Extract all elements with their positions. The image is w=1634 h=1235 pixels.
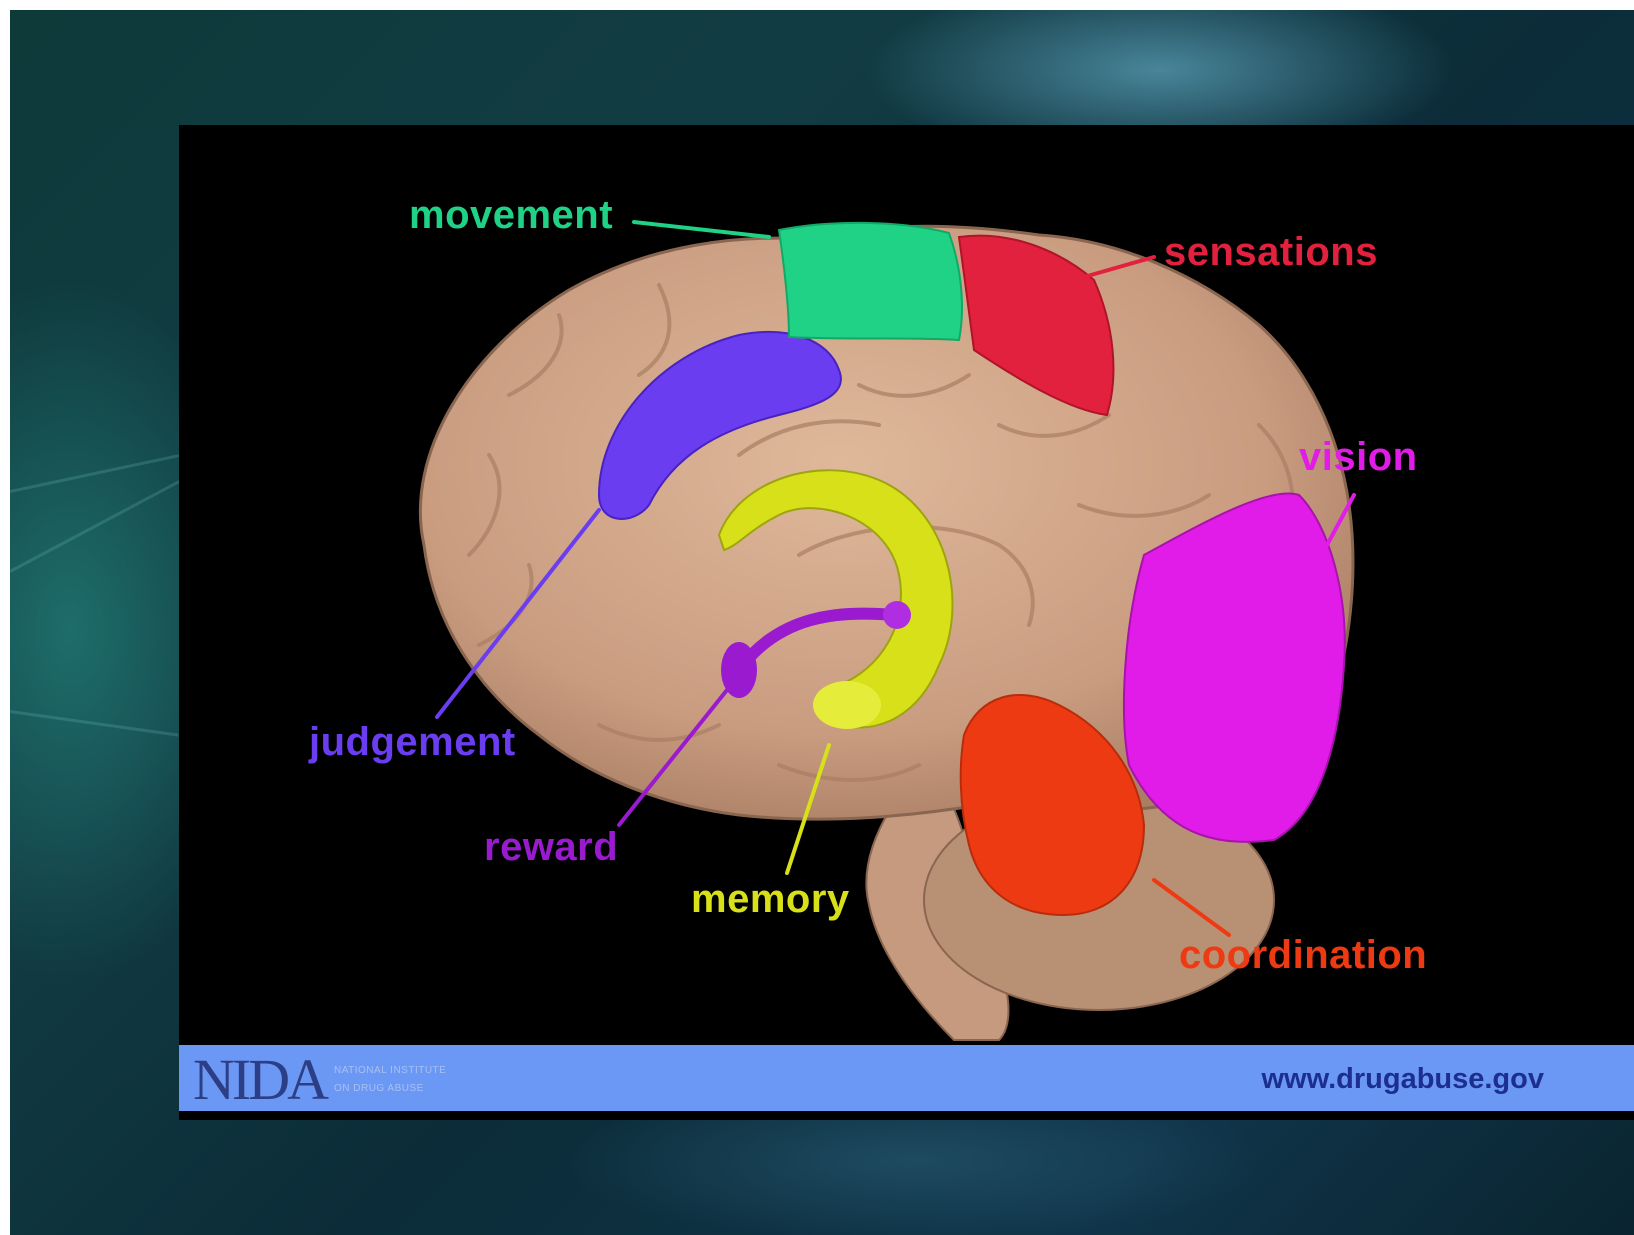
label-memory: memory xyxy=(691,877,850,922)
footer-bar: NIDA NATIONAL INSTITUTE ON DRUG ABUSE ww… xyxy=(179,1045,1634,1111)
label-sensations: sensations xyxy=(1164,230,1378,275)
movement-leader xyxy=(634,222,769,237)
label-movement: movement xyxy=(409,193,613,238)
movement-region xyxy=(779,223,962,340)
label-vision: vision xyxy=(1299,435,1418,480)
background-streak xyxy=(10,710,179,737)
label-judgement: judgement xyxy=(309,720,516,765)
site-url-link[interactable]: www.drugabuse.gov xyxy=(1261,1063,1544,1096)
reward-knob-right xyxy=(883,601,911,629)
nida-logo-subtitle: NATIONAL INSTITUTE ON DRUG ABUSE xyxy=(334,1062,446,1098)
background-streak xyxy=(10,448,206,493)
memory-hippocampus xyxy=(813,681,881,729)
slide-background: movement sensations vision judgement rew… xyxy=(10,10,1634,1235)
nida-logo-line2: ON DRUG ABUSE xyxy=(334,1080,446,1098)
label-coordination: coordination xyxy=(1179,933,1427,978)
nida-logo[interactable]: NIDA NATIONAL INSTITUTE ON DRUG ABUSE xyxy=(193,1053,446,1107)
diagram-panel: movement sensations vision judgement rew… xyxy=(179,125,1634,1120)
nida-logo-line1: NATIONAL INSTITUTE xyxy=(334,1062,446,1080)
nida-logo-word: NIDA xyxy=(193,1053,326,1107)
label-reward: reward xyxy=(484,825,618,870)
